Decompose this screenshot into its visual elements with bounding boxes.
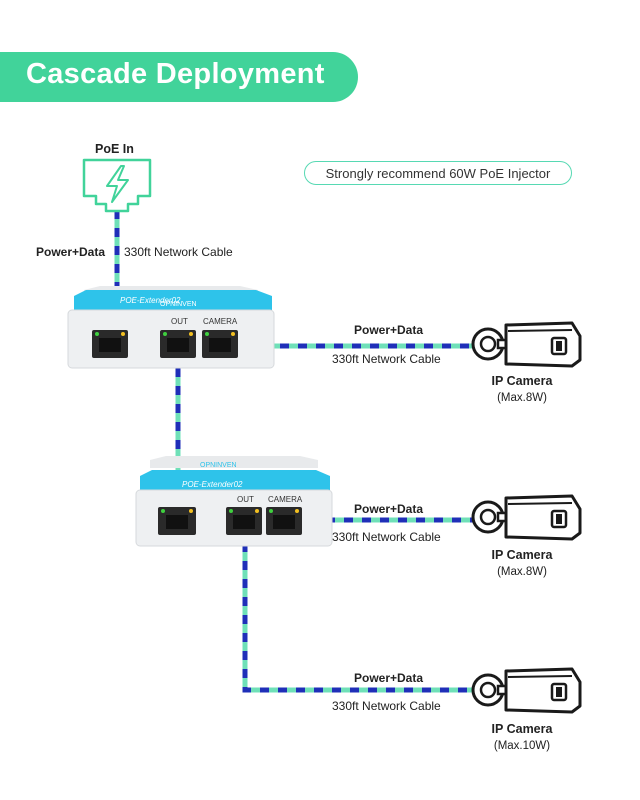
extender-1-brand: OPNINVEN	[160, 301, 197, 308]
extender-1	[67, 286, 275, 369]
extender-2-port-camera: CAMERA	[268, 495, 303, 504]
camera-1-power-data-label: Power+Data	[354, 323, 424, 337]
camera-2-cable-label: 330ft Network Cable	[332, 530, 441, 544]
camera-1-cable-label: 330ft Network Cable	[332, 352, 441, 366]
poe-in-power-data-label: Power+Data	[36, 245, 106, 259]
extender-2-port-out: OUT	[237, 495, 254, 504]
cable-camera-3	[242, 525, 476, 693]
poe-in-cable-label: 330ft Network Cable	[124, 245, 233, 259]
extender-2-brand: OPNINVEN	[200, 462, 237, 469]
camera-1-max: (Max.8W)	[497, 392, 547, 404]
extender-1-model-label: POE-Extender02	[120, 296, 181, 305]
extender-1-port-out: OUT	[171, 317, 188, 326]
extender-1-port-camera: CAMERA	[203, 317, 238, 326]
title-banner	[0, 52, 358, 102]
camera-1-name: IP Camera	[491, 374, 553, 388]
camera-3-cable-label: 330ft Network Cable	[332, 699, 441, 713]
camera-3-max: (Max.10W)	[493, 740, 551, 752]
page-title: Cascade Deployment	[26, 58, 325, 90]
camera-2-name: IP Camera	[491, 548, 553, 562]
camera-icon-2	[471, 494, 582, 541]
camera-3-power-data-label: Power+Data	[354, 671, 424, 685]
poe-in-label: PoE In	[95, 142, 134, 156]
recommendation-badge: Strongly recommend 60W PoE Injector	[304, 161, 572, 185]
camera-icon-1	[471, 321, 582, 368]
camera-icon-3	[471, 667, 582, 714]
poe-in-icon	[82, 158, 152, 213]
camera-2-max: (Max.8W)	[497, 566, 547, 578]
extender-2	[135, 456, 333, 547]
camera-2-power-data-label: Power+Data	[354, 502, 424, 516]
camera-3-name: IP Camera	[491, 722, 553, 736]
extender-2-model: POE-Extender02	[182, 480, 243, 489]
